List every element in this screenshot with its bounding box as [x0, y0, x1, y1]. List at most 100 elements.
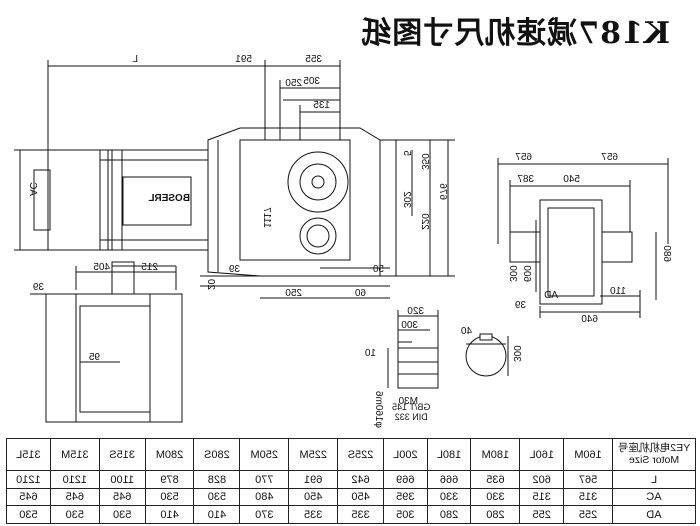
dim-AD: AD	[544, 290, 558, 301]
table-cell: 395	[383, 488, 428, 506]
table-cell: 315	[519, 488, 564, 506]
right-output-shaft	[601, 231, 633, 263]
dim-305: 305	[303, 76, 320, 87]
table-cell: 635	[470, 470, 520, 489]
table-cell: 530	[194, 488, 240, 506]
row-label: L	[612, 470, 696, 489]
dim-50: 50	[372, 264, 384, 275]
table-cell: 315	[563, 488, 613, 506]
table-cell: 480	[239, 488, 289, 506]
dim-350: 350	[419, 153, 430, 170]
table-cell: 669	[383, 470, 428, 489]
col-header: 280S	[194, 438, 240, 471]
header-label: YE2电机机座号	[617, 442, 691, 455]
dim-60: 60	[354, 288, 366, 299]
table-header-row: YE2电机机座号 Motor Size 160M 160L 180M 180L …	[6, 438, 696, 471]
table-cell: 530	[6, 505, 51, 524]
dim-680: 680	[661, 245, 672, 262]
col-header: 315L	[6, 438, 51, 471]
dim-405: 405	[93, 262, 110, 273]
dim-135: 135	[313, 100, 330, 111]
dim-355: 355	[305, 54, 322, 65]
dim-640: 640	[581, 314, 598, 325]
dim-95: 95	[88, 352, 100, 363]
table-cell: 1210	[6, 470, 51, 489]
shaft-keyway-detail	[397, 347, 439, 389]
table-cell: 602	[519, 470, 564, 489]
standard-din332: DIN 332	[394, 412, 428, 422]
table-cell: 1210	[50, 470, 100, 489]
dim-39-side: 39	[228, 264, 240, 275]
dim-591: 591	[235, 54, 252, 65]
output-flange	[287, 151, 349, 213]
dim-657-right: 657	[601, 152, 618, 163]
table-cell: 1100	[99, 470, 146, 489]
row-label: AC	[612, 488, 696, 506]
motor-end-cap	[47, 149, 109, 251]
table-cell: 255	[519, 505, 564, 524]
dim-5: 5	[401, 150, 412, 156]
shaft-section	[465, 335, 507, 377]
table-cell: 280	[427, 505, 471, 524]
col-header: 225M	[288, 438, 338, 471]
dim-M30: M30	[398, 396, 418, 407]
dim-1117: 1117	[261, 207, 272, 228]
dim-600: 600	[521, 265, 532, 282]
dim-20: 20	[205, 278, 216, 290]
dim-250-bottom: 250	[285, 288, 302, 299]
table-cell: 642	[337, 470, 384, 489]
table-cell: 335	[288, 505, 338, 524]
dim-300-keyway: 300	[401, 320, 418, 331]
table-cell: 645	[6, 488, 51, 506]
table-cell: 645	[50, 488, 100, 506]
dim-300-shaft: 300	[511, 345, 522, 362]
dim-320: 320	[407, 306, 424, 317]
table-cell: 410	[194, 505, 240, 524]
dim-110: 110	[610, 286, 626, 297]
dim-L: L	[132, 54, 138, 65]
col-header: 180M	[470, 438, 520, 471]
dim-215: 215	[141, 262, 158, 273]
table-row: L 567 602 635 666 669 642 691 770 828 87…	[6, 470, 696, 489]
table-cell: 450	[288, 488, 338, 506]
col-header: 250M	[239, 438, 289, 471]
dim-676: 676	[437, 183, 448, 200]
table-cell: 410	[145, 505, 194, 524]
table-row: AC 315 315 330 330 395 450 450 480 530 5…	[6, 488, 696, 506]
dim-250-top: 250	[285, 78, 302, 89]
col-header: 200L	[383, 438, 428, 471]
dim-387: 387	[517, 174, 534, 185]
table-cell: 828	[194, 470, 240, 489]
dim-302: 302	[401, 191, 412, 208]
dim-10: 10	[364, 348, 376, 359]
technical-drawing: BOSERL L 591 355 305 250 135 5 350 302 2…	[14, 54, 672, 428]
header-sub: Motor Size	[628, 453, 680, 466]
table-cell: 530	[99, 505, 146, 524]
table-cell: 879	[145, 470, 194, 489]
col-header: 315M	[50, 438, 100, 471]
table-cell: 666	[427, 470, 471, 489]
gearbox-top-view	[45, 293, 183, 423]
dim-AC: AC	[27, 182, 38, 196]
brand-label: BOSERL	[148, 193, 190, 204]
table-cell: 567	[563, 470, 613, 489]
table-cell: 770	[239, 470, 289, 489]
dim-300-end: 300	[507, 265, 518, 282]
dim-540: 540	[563, 174, 580, 185]
dim-39-right: 39	[514, 300, 526, 311]
dim-phi160: φ160m6	[373, 391, 384, 428]
col-header: 225S	[337, 438, 384, 471]
dim-39-left: 39	[32, 282, 44, 293]
table-cell: 370	[239, 505, 289, 524]
table-cell: 335	[337, 505, 384, 524]
col-header: 160L	[519, 438, 564, 471]
motor-size-table: YE2电机机座号 Motor Size 160M 160L 180M 180L …	[6, 438, 696, 524]
dim-657-left: 657	[515, 152, 532, 163]
col-header: 315S	[99, 438, 146, 471]
left-output-shaft	[509, 231, 541, 263]
col-header: 280M	[145, 438, 194, 471]
col-header: 160M	[563, 438, 613, 471]
table-row: AD 255 255 280 280 305 335 335 370 410 4…	[6, 505, 696, 524]
table-cell: 255	[563, 505, 613, 524]
table-cell: 530	[145, 488, 194, 506]
